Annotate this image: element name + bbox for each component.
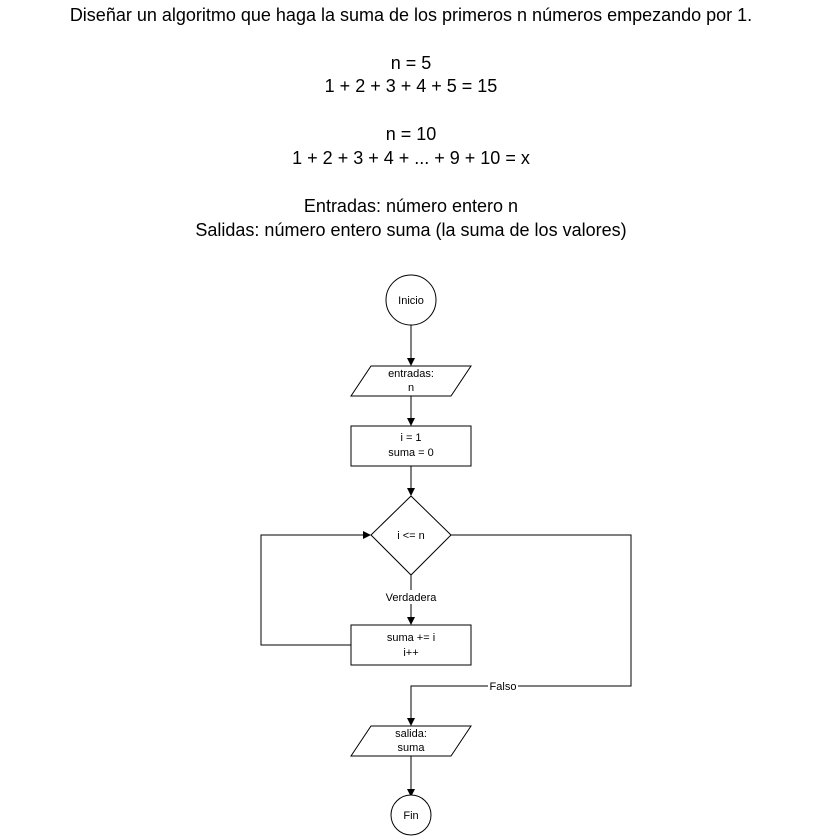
arrowhead-output [407,718,415,726]
arrowhead-init [407,418,415,426]
arrowhead-input [407,358,415,366]
example1-sum: 1 + 2 + 3 + 4 + 5 = 15 [325,76,498,96]
edge-false-branch [410,534,632,718]
end-label: Fin [403,810,418,822]
start-node[interactable]: Inicio [385,274,437,326]
connectors [260,325,632,797]
arrowhead-condition [407,488,415,496]
output-label-line1: salida: [395,728,427,740]
init-label-line2: suma = 0 [388,447,434,459]
start-circle [385,274,437,326]
inputs-description: Entradas: número entero n [304,196,518,216]
init-label-line1: i = 1 [400,432,421,444]
true-label: Verdadera [386,592,438,604]
problem-statement: Diseñar un algoritmo que haga la suma de… [70,5,752,25]
true-label-bg [384,590,438,604]
input-label-line1: entradas: [388,368,434,380]
edge-loop-back [260,534,363,646]
end-node[interactable]: Fin [390,794,432,836]
example2-sum: 1 + 2 + 3 + 4 + ... + 9 + 10 = x [292,148,530,168]
example1-n: n = 5 [391,53,432,73]
arrowhead-loop-back [363,531,371,539]
input-node[interactable]: entradas: n [350,365,472,397]
arrowhead-end [407,789,415,797]
output-parallelogram [350,725,472,757]
body-node[interactable]: suma += i i++ [350,624,472,666]
example2-n: n = 10 [386,124,437,144]
init-node[interactable]: i = 1 suma = 0 [350,425,472,467]
arrowhead-body [407,617,415,625]
input-parallelogram [350,365,472,397]
end-circle [390,794,432,836]
init-rect [350,425,472,467]
output-label-line2: suma [398,742,426,754]
body-label-line1: suma += i [387,632,435,644]
condition-label: i <= n [397,530,425,542]
input-label-line2: n [408,382,414,394]
outputs-description: Salidas: número entero suma (la suma de … [195,220,626,240]
start-label: Inicio [398,295,424,307]
false-label: Falso [490,681,517,693]
body-label-line2: i++ [403,647,418,659]
condition-diamond [370,495,452,576]
body-rect [350,624,472,666]
false-label-bg [488,679,518,693]
condition-node[interactable]: i <= n [370,495,452,576]
output-node[interactable]: salida: suma [350,725,472,757]
